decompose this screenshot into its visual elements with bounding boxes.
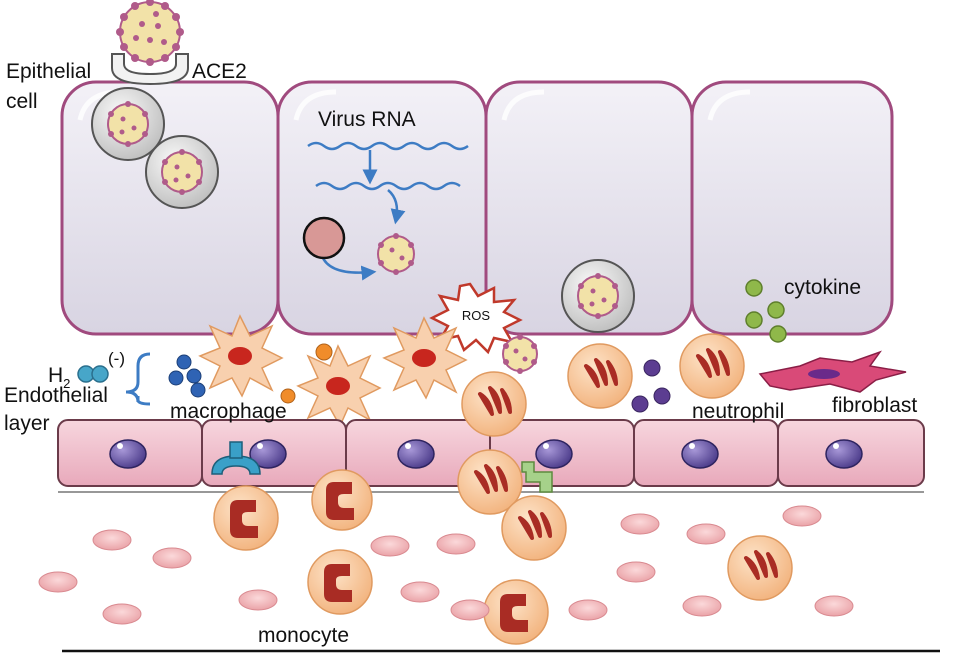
label-h2: H2 <box>48 364 70 391</box>
label-neutrophil: neutrophil <box>692 400 784 423</box>
blue-dots <box>168 354 206 398</box>
red-blood-cells <box>38 505 854 625</box>
label-macrophage: macrophage <box>170 400 287 423</box>
monocyte-4 <box>483 579 549 645</box>
macrophage-cells <box>198 314 468 428</box>
monocyte-3 <box>307 549 373 615</box>
inhibition-bracket <box>125 352 151 406</box>
epithelial-cell-4 <box>690 80 894 336</box>
receptor-blue <box>211 455 261 475</box>
macrophage-3 <box>382 316 468 400</box>
endosome-2 <box>145 135 219 209</box>
purple-dots <box>631 359 671 413</box>
ros-burst <box>429 282 523 355</box>
neutrophil-6 <box>727 535 793 601</box>
neutrophil-cells <box>457 333 793 601</box>
endosome-1 <box>91 87 165 161</box>
fibroblast-cell <box>758 350 907 393</box>
neutrophil-5 <box>501 495 567 561</box>
monocyte-2 <box>311 469 373 531</box>
label-epithelial-line1: Epithelial <box>6 60 91 83</box>
label-fibroblast: fibroblast <box>832 394 917 417</box>
monocyte-cells <box>213 469 549 645</box>
macrophage-2 <box>296 344 382 428</box>
ace2-receptor <box>111 53 189 86</box>
label-ace2: ACE2 <box>192 60 247 83</box>
neutrophil-2 <box>679 333 745 399</box>
label-virus-rna: Virus RNA <box>318 108 416 131</box>
cytokine-dots <box>745 279 787 343</box>
label-inhibition: (-) <box>108 349 125 368</box>
neutrophil-1 <box>567 343 633 409</box>
virus-particle-free <box>502 334 538 374</box>
virus-particle-top <box>116 0 184 66</box>
label-monocyte: monocyte <box>258 624 349 647</box>
monocyte-1 <box>213 485 279 551</box>
label-endothelial-line1: Endothelial <box>4 384 108 407</box>
virus-rna-strands <box>307 141 469 281</box>
label-ros: ROS <box>462 308 491 323</box>
endosome-3 <box>561 259 635 333</box>
h2-molecule <box>77 365 109 383</box>
virus-particle-assembled <box>377 233 415 275</box>
macrophage-1 <box>198 314 284 398</box>
label-endothelial-line2: layer <box>4 412 50 435</box>
receptor-green <box>521 461 553 493</box>
ribosome-circle <box>302 216 346 260</box>
label-cytokine: cytokine <box>784 276 861 299</box>
orange-dots <box>280 343 333 404</box>
neutrophil-3 <box>461 371 527 437</box>
epithelial-cell-layer <box>60 80 894 336</box>
label-epithelial-line2: cell <box>6 90 38 113</box>
neutrophil-4 <box>457 449 523 515</box>
